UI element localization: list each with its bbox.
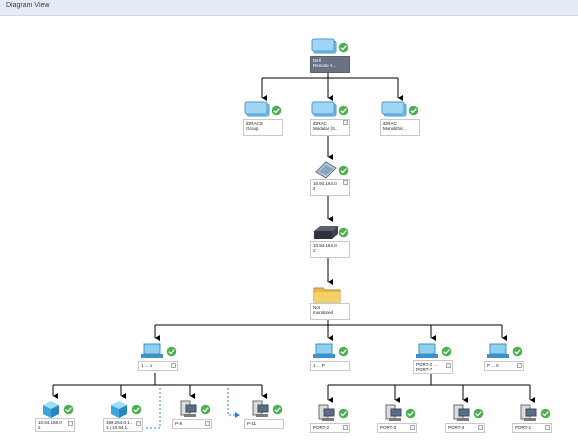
ok-status-icon	[63, 404, 74, 415]
card-group-icon	[311, 101, 337, 117]
node-label: P ... 5	[484, 361, 524, 371]
node-dell-remote-access[interactable]: Dell Remote A...	[310, 37, 350, 73]
ok-status-icon	[338, 346, 349, 357]
node-label: iDRACS Group	[243, 119, 283, 136]
node-idracs-group[interactable]: iDRACS Group	[243, 100, 283, 136]
node-pc-p11[interactable]: P-11	[244, 399, 284, 429]
expand-toggle-icon[interactable]	[517, 363, 522, 368]
blade-server-icon	[315, 161, 337, 179]
node-label: 1 ... P	[310, 361, 350, 371]
card-group-icon	[244, 101, 270, 117]
node-port-3[interactable]: PORT-3	[377, 403, 417, 433]
expand-toggle-icon[interactable]	[68, 421, 73, 426]
node-label: 10.94.164.0 2	[310, 179, 350, 196]
node-nic-3[interactable]: PORT-2 ... PORT-7	[413, 341, 453, 374]
ok-status-icon	[272, 404, 283, 415]
folder-icon	[313, 287, 341, 303]
ok-status-icon	[405, 408, 416, 419]
node-nic-1[interactable]: 1 ... 1	[138, 341, 178, 371]
node-port-1[interactable]: PORT-1	[512, 403, 552, 433]
desktop-pc-icon	[520, 404, 537, 421]
node-nic-2[interactable]: 1 ... P	[310, 341, 350, 371]
node-not-monitored[interactable]: Not monitored	[310, 284, 350, 320]
ok-status-icon	[271, 105, 282, 116]
expand-toggle-icon[interactable]	[343, 180, 348, 185]
ok-status-icon	[131, 404, 142, 415]
card-group-icon	[311, 38, 337, 54]
node-label: Dell Remote A...	[310, 56, 350, 73]
node-port-2[interactable]: PORT-2	[310, 403, 350, 433]
ok-status-icon	[200, 404, 211, 415]
node-label: P-9	[172, 419, 212, 429]
expand-toggle-icon[interactable]	[545, 425, 550, 430]
node-label: P-11	[244, 419, 284, 429]
ok-status-icon	[338, 165, 349, 176]
desktop-pc-icon	[180, 400, 197, 417]
window-title: Diagram View	[6, 2, 50, 9]
expand-toggle-icon[interactable]	[136, 421, 141, 426]
expand-toggle-icon[interactable]	[205, 421, 210, 426]
node-idrac-modular[interactable]: iDRAC Modular (S...	[310, 100, 350, 136]
node-port-4[interactable]: PORT-4	[445, 403, 485, 433]
expand-toggle-icon[interactable]	[343, 120, 348, 125]
node-label: iDRAC Modular (S...	[310, 119, 350, 136]
node-label: 10.94.164.0 2	[310, 241, 350, 258]
desktop-pc-icon	[453, 404, 470, 421]
ok-status-icon	[338, 105, 349, 116]
ok-status-icon	[338, 408, 349, 419]
network-adapter-icon	[487, 343, 509, 358]
node-label: PORT-2 ... PORT-7	[413, 360, 453, 374]
node-nic-4[interactable]: P ... 5	[484, 341, 524, 371]
node-idrac-monolithic[interactable]: iDRAC Monolithic...	[380, 100, 420, 136]
node-server-10-94-164[interactable]: 10.94.164.0 2	[310, 160, 350, 196]
ok-status-icon	[441, 346, 452, 357]
ok-status-icon	[338, 227, 349, 238]
ok-status-icon	[166, 346, 177, 357]
expand-toggle-icon[interactable]	[343, 425, 348, 430]
expand-toggle-icon[interactable]	[478, 425, 483, 430]
node-label: PORT-3	[377, 423, 417, 433]
node-label: 10.94.168.0 2	[35, 418, 75, 432]
node-label: 1 ... 1	[138, 361, 178, 371]
chassis-icon	[314, 226, 338, 239]
node-host-10-94-168[interactable]: 10.94.168.0 2	[35, 399, 75, 432]
node-label: 169.254.0.1... 1 | 10.94.1...	[103, 418, 143, 432]
node-label: PORT-1	[512, 423, 552, 433]
expand-toggle-icon[interactable]	[171, 363, 176, 368]
ok-status-icon	[540, 408, 551, 419]
node-chassis-10-94-164[interactable]: 10.94.164.0 2	[310, 222, 350, 258]
node-label: Not monitored	[310, 303, 350, 320]
network-adapter-icon	[313, 343, 335, 358]
desktop-pc-icon	[252, 400, 269, 417]
ok-status-icon	[512, 346, 523, 357]
diagram-view-titlebar: Diagram View	[0, 0, 578, 16]
desktop-pc-icon	[318, 404, 335, 421]
desktop-pc-icon	[385, 404, 402, 421]
network-adapter-icon	[416, 343, 438, 358]
server-cube-icon	[43, 401, 59, 418]
node-label: PORT-2	[310, 423, 350, 433]
node-pc-p9[interactable]: P-9	[172, 399, 212, 429]
server-cube-icon	[111, 401, 127, 418]
network-adapter-icon	[141, 343, 163, 358]
expand-toggle-icon[interactable]	[446, 363, 451, 368]
card-group-icon	[381, 101, 407, 117]
node-label: PORT-4	[445, 423, 485, 433]
ok-status-icon	[473, 408, 484, 419]
ok-status-icon	[408, 105, 419, 116]
node-label: iDRAC Monolithic...	[380, 119, 420, 136]
ok-status-icon	[338, 42, 349, 53]
expand-toggle-icon[interactable]	[410, 425, 415, 430]
node-host-169-254[interactable]: 169.254.0.1... 1 | 10.94.1...	[103, 399, 143, 432]
